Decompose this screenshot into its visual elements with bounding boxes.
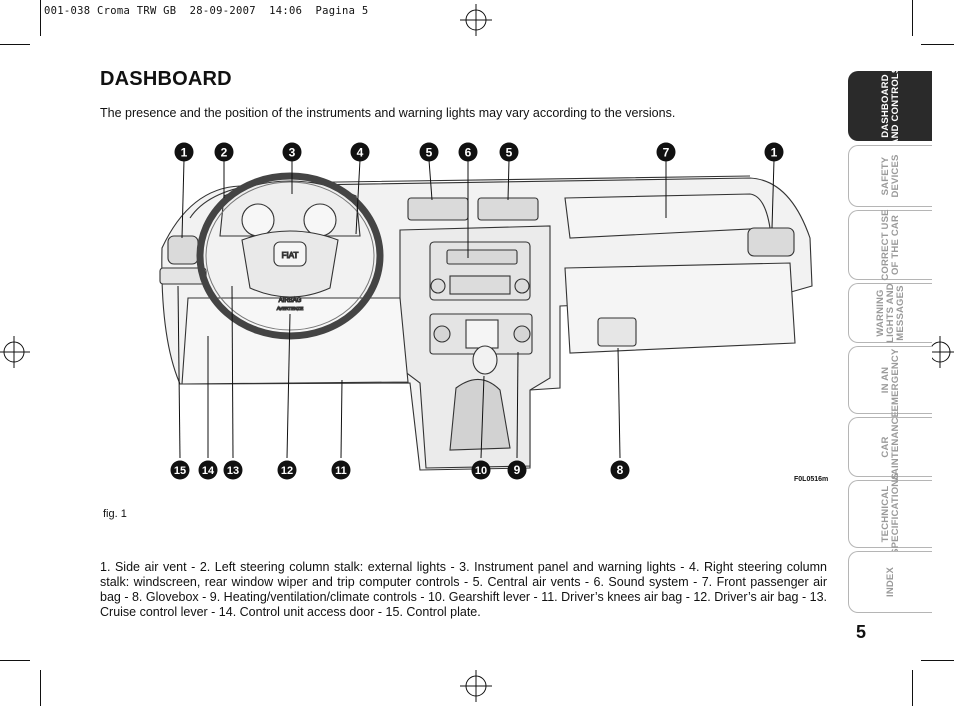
- crop-mark: [912, 670, 913, 706]
- callout-15: 15: [170, 460, 190, 480]
- callout-1-left: 1: [174, 142, 194, 162]
- registration-mark-left: [0, 336, 30, 368]
- callout-5-left: 5: [419, 142, 439, 162]
- svg-text:5: 5: [426, 146, 433, 160]
- tab-label: SAFETY DEVICES: [879, 154, 901, 198]
- steering-logo: FIAT: [282, 251, 299, 260]
- svg-text:4: 4: [357, 146, 364, 160]
- crop-mark: [40, 0, 41, 36]
- callout-14: 14: [198, 460, 218, 480]
- callout-10: 10: [471, 460, 491, 480]
- callout-12: 12: [277, 460, 297, 480]
- print-header: 001-038 Croma TRW GB 28-09-2007 14:06 Pa…: [44, 5, 369, 17]
- svg-text:12: 12: [281, 465, 293, 477]
- tab-dashboard-and-controls[interactable]: DASHBOARD AND CONTROLS: [848, 67, 932, 145]
- svg-text:3: 3: [289, 146, 296, 160]
- svg-text:5: 5: [506, 146, 513, 160]
- tab-safety-devices[interactable]: SAFETY DEVICES: [848, 145, 932, 207]
- callout-2: 2: [214, 142, 234, 162]
- page-title: DASHBOARD: [100, 68, 232, 90]
- callout-6: 6: [458, 142, 478, 162]
- callout-7: 7: [656, 142, 676, 162]
- svg-text:1: 1: [771, 146, 778, 160]
- page-number: 5: [856, 622, 867, 642]
- tab-label: DASHBOARD AND CONTROLS: [879, 66, 901, 146]
- tab-car-maintenance[interactable]: CAR MAINTENANCE: [848, 411, 932, 483]
- figure-caption: fig. 1: [103, 508, 127, 520]
- svg-text:14: 14: [202, 465, 215, 477]
- svg-text:7: 7: [663, 146, 670, 160]
- dashboard-illustration: FIAT AIRBAG AVERTENZE 1 2 3 4 5 6 5 7 1 …: [159, 142, 813, 480]
- tab-correct-use[interactable]: CORRECT USE OF THE CAR: [848, 209, 932, 281]
- figure-code: F0L0516m: [794, 476, 829, 483]
- crop-mark: [921, 660, 954, 661]
- svg-text:1: 1: [181, 146, 188, 160]
- crop-mark: [921, 44, 954, 45]
- svg-text:11: 11: [335, 465, 347, 477]
- callout-13: 13: [223, 460, 243, 480]
- crop-mark: [912, 0, 913, 36]
- tab-warning-lights[interactable]: WARNING LIGHTS AND MESSAGES: [848, 283, 932, 343]
- tab-label: WARNING LIGHTS AND MESSAGES: [874, 283, 906, 343]
- callout-8: 8: [610, 460, 630, 480]
- tab-in-an-emergency[interactable]: IN AN EMERGENCY: [848, 346, 932, 414]
- intro-text: The presence and the position of the ins…: [100, 106, 676, 120]
- svg-text:2: 2: [221, 146, 228, 160]
- callout-4: 4: [350, 142, 370, 162]
- figure-legend: 1. Side air vent - 2. Left steering colu…: [100, 560, 827, 619]
- svg-text:8: 8: [617, 463, 624, 477]
- svg-text:15: 15: [174, 465, 186, 477]
- callout-5-right: 5: [499, 142, 519, 162]
- tab-label: TECHNICAL SPECIFICATIONS: [879, 473, 901, 555]
- callout-11: 11: [331, 460, 351, 480]
- svg-text:10: 10: [475, 465, 487, 477]
- airbag-label: AIRBAG: [279, 298, 302, 304]
- crop-mark: [40, 670, 41, 706]
- tab-technical-specifications[interactable]: TECHNICAL SPECIFICATIONS: [848, 473, 932, 555]
- registration-mark-bottom: [460, 670, 492, 702]
- crop-mark: [0, 660, 30, 661]
- callout-9: 9: [507, 460, 527, 480]
- registration-mark-top: [460, 4, 492, 36]
- callout-1-right: 1: [764, 142, 784, 162]
- svg-text:13: 13: [227, 465, 239, 477]
- tab-label: INDEX: [884, 566, 896, 598]
- airbag-sub-label: AVERTENZE: [277, 306, 304, 311]
- tab-index[interactable]: INDEX: [848, 551, 932, 613]
- tab-label: IN AN EMERGENCY: [879, 348, 901, 412]
- tab-label: CORRECT USE OF THE CAR: [879, 209, 901, 281]
- svg-text:9: 9: [514, 463, 521, 477]
- crop-mark: [0, 44, 30, 45]
- svg-text:6: 6: [465, 146, 472, 160]
- callout-3: 3: [282, 142, 302, 162]
